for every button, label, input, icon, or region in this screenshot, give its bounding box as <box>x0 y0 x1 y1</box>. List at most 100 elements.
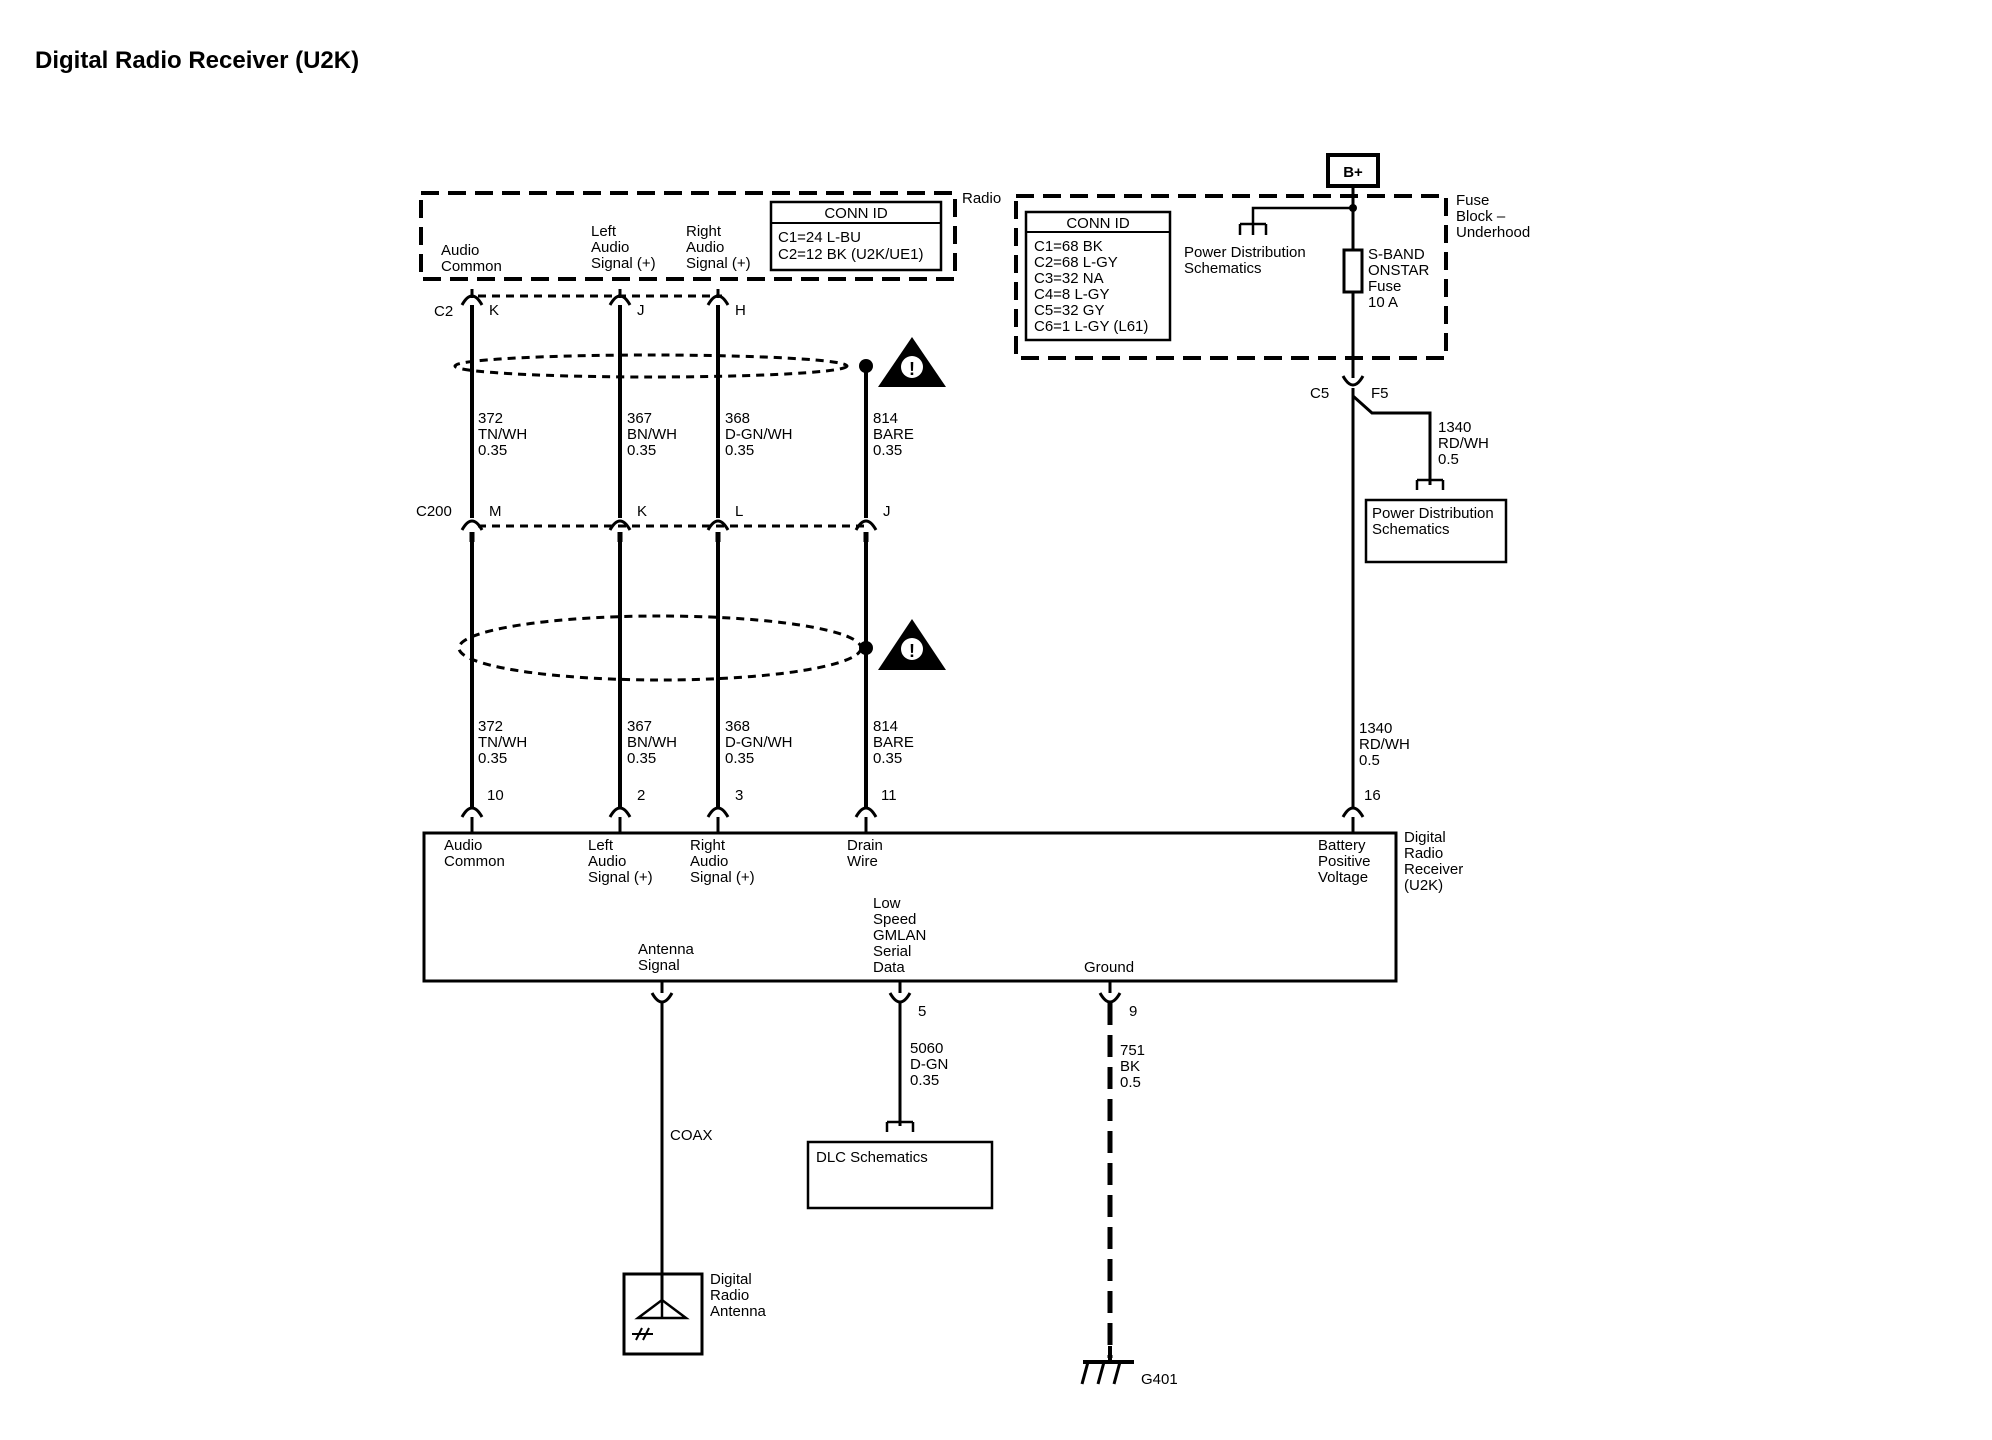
svg-text:814: 814 <box>873 718 898 735</box>
svg-text:D-GN: D-GN <box>910 1056 948 1073</box>
svg-text:Underhood: Underhood <box>1456 224 1530 241</box>
svg-text:(U2K): (U2K) <box>1404 877 1443 894</box>
svg-text:368: 368 <box>725 718 750 735</box>
receiver-pin-9 <box>1098 981 1122 1004</box>
coax-label: COAX <box>670 1127 713 1144</box>
svg-text:BN/WH: BN/WH <box>627 426 677 443</box>
ground-point-label: G401 <box>1141 1371 1178 1388</box>
receiver-pin-name-battery: Battery Positive Voltage <box>1318 837 1371 886</box>
svg-text:0.35: 0.35 <box>627 442 656 459</box>
svg-text:0.35: 0.35 <box>873 442 902 459</box>
pin-name: Signal (+) <box>591 255 656 272</box>
wire-label-372-lower: 372 TN/WH 0.35 <box>478 718 527 767</box>
connector-pin-c200-l <box>706 519 730 542</box>
wire-label-368-lower: 368 D-GN/WH 0.35 <box>725 718 793 767</box>
svg-text:Signal (+): Signal (+) <box>690 869 755 886</box>
wire-label-372-upper: 372 TN/WH 0.35 <box>478 410 527 459</box>
svg-text:367: 367 <box>627 410 652 427</box>
pin-letter: J <box>637 302 645 319</box>
radio-label: Radio <box>962 190 1001 207</box>
cable-shield-lower <box>457 614 863 682</box>
antenna-label: Digital Radio Antenna <box>710 1271 767 1320</box>
receiver-pin-name-drain-wire: Drain Wire <box>847 837 883 870</box>
svg-text:Speed: Speed <box>873 911 916 928</box>
pin-name: Right <box>686 223 722 240</box>
svg-text:RD/WH: RD/WH <box>1438 435 1489 452</box>
dlc-schematics-box: DLC Schematics <box>806 1140 994 1210</box>
receiver-pin-5 <box>888 981 912 1004</box>
connector-pin-c200-j <box>854 519 878 542</box>
receiver-pin-11 <box>854 806 878 833</box>
pin-name: Signal (+) <box>686 255 751 272</box>
svg-text:C6=1 L-GY (L61): C6=1 L-GY (L61) <box>1034 318 1148 335</box>
receiver-pin-3 <box>706 806 730 833</box>
svg-text:Block –: Block – <box>1456 208 1506 225</box>
svg-text:0.35: 0.35 <box>873 750 902 767</box>
svg-text:0.5: 0.5 <box>1359 752 1380 769</box>
wire-label-814-upper: 814 BARE 0.35 <box>873 410 914 459</box>
conn-id-title: CONN ID <box>824 205 888 222</box>
connector-label: C5 <box>1310 385 1329 402</box>
svg-text:TN/WH: TN/WH <box>478 426 527 443</box>
wire-label-367-upper: 367 BN/WH 0.35 <box>627 410 677 459</box>
svg-text:Serial: Serial <box>873 943 911 960</box>
svg-text:Left: Left <box>588 837 614 854</box>
power-dist-box: Power Distribution Schematics <box>1364 498 1508 564</box>
svg-text:GMLAN: GMLAN <box>873 927 926 944</box>
svg-text:5060: 5060 <box>910 1040 943 1057</box>
svg-text:0.5: 0.5 <box>1438 451 1459 468</box>
receiver-pin-name-left-audio: Left Audio Signal (+) <box>588 837 653 886</box>
svg-text:Wire: Wire <box>847 853 878 870</box>
svg-text:0.35: 0.35 <box>478 442 507 459</box>
receiver-pin-name-right-audio: Right Audio Signal (+) <box>690 837 755 886</box>
svg-text:0.35: 0.35 <box>725 442 754 459</box>
svg-text:Fuse: Fuse <box>1368 278 1401 295</box>
svg-text:Power Distribution: Power Distribution <box>1372 505 1494 522</box>
wire-label-751: 751 BK 0.5 <box>1120 1042 1145 1091</box>
svg-text:814: 814 <box>873 410 898 427</box>
connector-label: C2 <box>434 303 453 320</box>
fuse-block-label: Fuse Block – Underhood <box>1456 192 1530 241</box>
svg-text:Audio: Audio <box>690 853 728 870</box>
antenna-icon <box>622 1272 704 1356</box>
warning-icon: ! <box>878 619 946 670</box>
receiver-pin-name-gmlan: Low Speed GMLAN Serial Data <box>873 895 926 976</box>
wire-label-368-upper: 368 D-GN/WH 0.35 <box>725 410 793 459</box>
svg-text:C3=32 NA: C3=32 NA <box>1034 270 1104 287</box>
pin-letter: J <box>883 503 891 520</box>
wire-label-1340-branch: 1340 RD/WH 0.5 <box>1438 419 1489 468</box>
svg-text:Battery: Battery <box>1318 837 1366 854</box>
svg-text:0.5: 0.5 <box>1120 1074 1141 1091</box>
digital-radio-receiver-box <box>422 831 1398 983</box>
pin-number: 16 <box>1364 787 1381 804</box>
svg-text:Receiver: Receiver <box>1404 861 1463 878</box>
svg-text:Antenna: Antenna <box>710 1303 767 1320</box>
pin-number: 5 <box>918 1003 926 1020</box>
wire-1340-branch <box>1351 394 1432 485</box>
svg-text:Signal (+): Signal (+) <box>588 869 653 886</box>
pin-name: Audio <box>686 239 724 256</box>
svg-text:Positive: Positive <box>1318 853 1371 870</box>
power-dist-branch <box>1251 206 1353 235</box>
ground-symbol-icon <box>1080 1346 1134 1385</box>
pin-number: 2 <box>637 787 645 804</box>
svg-text:1340: 1340 <box>1359 720 1392 737</box>
svg-text:BARE: BARE <box>873 426 914 443</box>
svg-text:ONSTAR: ONSTAR <box>1368 262 1430 279</box>
pin-letter: K <box>489 302 499 319</box>
pin-number: 9 <box>1129 1003 1137 1020</box>
svg-text:BN/WH: BN/WH <box>627 734 677 751</box>
svg-text:Audio: Audio <box>588 853 626 870</box>
svg-text:D-GN/WH: D-GN/WH <box>725 426 793 443</box>
shield-drain-splice <box>859 641 873 655</box>
pin-letter: F5 <box>1371 385 1389 402</box>
connector-pin-c2-h <box>706 289 730 306</box>
svg-text:0.35: 0.35 <box>725 750 754 767</box>
connector-pin-c5-f5 <box>1341 375 1365 398</box>
receiver-pin-2 <box>608 806 632 833</box>
receiver-pin-16 <box>1341 806 1365 833</box>
svg-text:Schematics: Schematics <box>1184 260 1262 277</box>
pin-letter: L <box>735 503 743 520</box>
power-dist-reference: Power Distribution Schematics <box>1184 244 1306 277</box>
svg-text:BARE: BARE <box>873 734 914 751</box>
